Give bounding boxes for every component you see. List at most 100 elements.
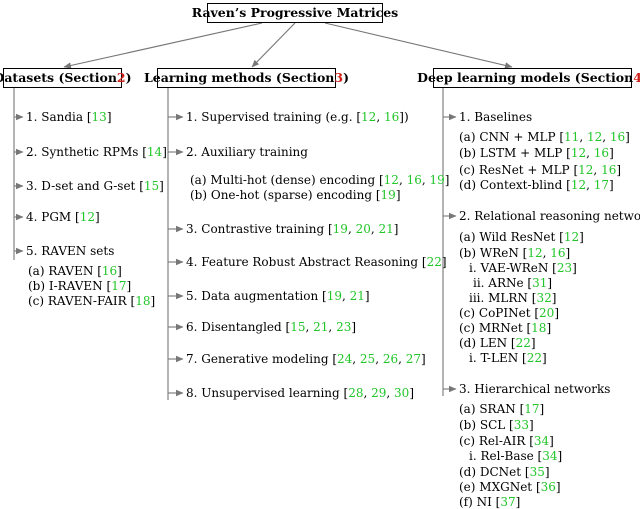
citation-link[interactable]: 12 (383, 173, 399, 187)
citation-link[interactable]: 28 (348, 386, 364, 400)
citation-link[interactable]: 16 (383, 110, 400, 124)
item-label: (c) CoPINet (459, 306, 531, 320)
citation-link[interactable]: 22 (426, 255, 442, 269)
item-label: 4. PGM (26, 210, 72, 224)
citation-link[interactable]: 20 (355, 222, 371, 236)
citation-link[interactable]: 22 (515, 336, 531, 350)
citation-link[interactable]: 19 (332, 222, 348, 236)
citation-link[interactable]: 37 (500, 495, 516, 509)
citation-link[interactable]: 36 (540, 480, 556, 494)
list-item: 1. Sandia [13] (26, 110, 112, 124)
list-item: 2. Synthetic RPMs [14] (26, 145, 167, 159)
citation-link[interactable]: 22 (526, 351, 542, 365)
list-item: 3. D-set and G-set [15] (26, 179, 164, 193)
list-item: (c) Rel-AIR [34] (459, 434, 554, 448)
list-item: 6. Disentangled [15, 21, 23] (186, 320, 357, 334)
citation-link[interactable]: 21 (349, 289, 365, 303)
list-item: (b) WReN [12, 16] (459, 246, 571, 260)
item-label: 1. Supervised training (e.g. (186, 110, 353, 124)
citation-link[interactable]: 16 (101, 264, 118, 278)
item-label: (a) RAVEN (28, 264, 94, 278)
citation-link[interactable]: 26 (382, 352, 399, 366)
citation-link[interactable]: 30 (394, 386, 410, 400)
citation-link[interactable]: 16 (406, 173, 422, 187)
root-title: Raven’s Progressive Matrices (191, 4, 399, 20)
citation-link[interactable]: 19 (429, 173, 445, 187)
citation-link[interactable]: 12 (570, 178, 587, 192)
list-item: (b) I-RAVEN [17] (28, 279, 132, 293)
list-item: 4. Feature Robust Abstract Reasoning [22… (186, 255, 447, 269)
item-label: (b) One-hot (sparse) encoding (190, 188, 373, 202)
citation-link[interactable]: 23 (556, 261, 573, 275)
citation-link[interactable]: 29 (371, 386, 387, 400)
item-label: 1. Sandia (26, 110, 84, 124)
citation-link[interactable]: 20 (539, 306, 555, 320)
citation-link[interactable]: 12 (79, 210, 95, 224)
deep-learning-models-title: Deep learning models (Section (417, 69, 634, 85)
citation-link[interactable]: 27 (405, 352, 422, 366)
item-label: 2. Synthetic RPMs (26, 145, 139, 159)
citation-link[interactable]: 11 (564, 130, 580, 144)
citation-link[interactable]: 33 (513, 418, 530, 432)
list-item: 3. Contrastive training [19, 20, 21] (186, 222, 399, 236)
citation-link[interactable]: 17 (593, 178, 610, 192)
deep-learning-models-section-number: 4 (633, 69, 640, 85)
citation-link[interactable]: 13 (91, 110, 107, 124)
citation-link[interactable]: 17 (111, 279, 127, 293)
list-item: 7. Generative modeling [24, 25, 26, 27] (186, 352, 426, 366)
item-label: (d) Context-blind (459, 178, 563, 192)
citation-link[interactable]: 16 (609, 130, 626, 144)
citation-link[interactable]: 19 (326, 289, 342, 303)
item-label: 2. Auxiliary training (186, 145, 308, 159)
list-item: (d) Context-blind [12, 17] (459, 178, 614, 192)
citation-link[interactable]: 25 (359, 352, 376, 366)
citation-link[interactable]: 15 (290, 320, 306, 334)
item-label: 7. Generative modeling (186, 352, 329, 366)
citation-link[interactable]: 35 (529, 465, 545, 479)
citation-link[interactable]: 12 (586, 130, 603, 144)
citation-link[interactable]: 24 (337, 352, 353, 366)
citation-link[interactable]: 12 (563, 230, 580, 244)
citation-link[interactable]: 34 (542, 449, 558, 463)
citation-link[interactable]: 34 (533, 434, 550, 448)
citation-link[interactable]: 16 (550, 246, 566, 260)
citation-link[interactable]: 18 (531, 321, 547, 335)
citation-link[interactable]: 21 (313, 320, 329, 334)
item-label: (d) LEN (459, 336, 508, 350)
citation-link[interactable]: 16 (593, 146, 610, 160)
citation-link[interactable]: 17 (524, 402, 540, 416)
item-label: (f) NI (459, 495, 492, 509)
citation-link[interactable]: 31 (532, 276, 548, 290)
root-node: Raven’s Progressive Matrices (192, 3, 398, 23)
edge-root-to-learning-methods (251, 22, 296, 68)
item-label: i. T-LEN (469, 351, 519, 365)
citation-link[interactable]: 23 (336, 320, 352, 334)
list-item: 5. RAVEN sets (26, 245, 114, 257)
citation-link[interactable]: 21 (378, 222, 394, 236)
item-label: (e) MXGNet (459, 480, 533, 494)
citation-link[interactable]: 15 (143, 179, 160, 193)
list-item: iii. MLRN [32] (469, 291, 557, 305)
citation-link[interactable]: 12 (578, 163, 594, 177)
list-item: (b) SCL [33] (459, 418, 534, 432)
citation-link[interactable]: 14 (146, 145, 163, 159)
citation-link[interactable]: 12 (527, 246, 543, 260)
citation-link[interactable]: 32 (536, 291, 552, 305)
citation-link[interactable]: 12 (570, 146, 587, 160)
item-label: (d) DCNet (459, 465, 522, 479)
list-item: (c) ResNet + MLP [12, 16] (459, 163, 622, 177)
citation-link[interactable]: 16 (601, 163, 617, 177)
list-item: ii. ARNe [31] (473, 276, 553, 290)
citation-link[interactable]: 19 (380, 188, 396, 202)
citation-link[interactable]: 12 (361, 110, 377, 124)
list-item: (d) DCNet [35] (459, 465, 550, 479)
item-label: i. Rel-Base (469, 449, 534, 463)
item-label: ii. ARNe (473, 276, 524, 290)
item-label: (a) Wild ResNet (459, 230, 556, 244)
item-label: (a) Multi-hot (dense) encoding (190, 173, 376, 187)
item-label: 8. Unsupervised learning (186, 386, 340, 400)
citation-link[interactable]: 18 (135, 294, 151, 308)
datasets-section-number: 2 (116, 69, 126, 85)
item-label: 3. D-set and G-set (26, 179, 136, 193)
